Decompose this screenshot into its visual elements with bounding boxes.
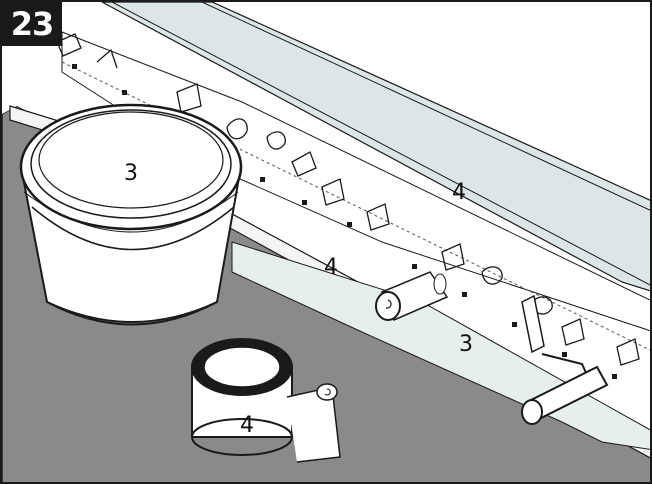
- bucket-icon: [19, 103, 243, 326]
- paint-roller-icon: [521, 294, 609, 425]
- step-number-badge: 23: [2, 2, 62, 46]
- tape-roll-label: 4: [240, 413, 254, 438]
- bucket-label: 3: [124, 161, 138, 186]
- membrane-edge-line: [201, 2, 650, 211]
- tape-roll-icon: [191, 338, 341, 463]
- membrane-print-illustrations: [56, 33, 640, 366]
- membrane-edge-line-2: [111, 2, 650, 286]
- membrane-strip-lower: [61, 31, 650, 332]
- membrane-band-upper: [101, 2, 650, 292]
- rolled-membrane-icon: [375, 271, 449, 321]
- rolled-membrane-label: 4: [324, 255, 338, 280]
- applied-primer-label: 3: [459, 332, 473, 357]
- upper-membrane-label: 4: [452, 180, 466, 205]
